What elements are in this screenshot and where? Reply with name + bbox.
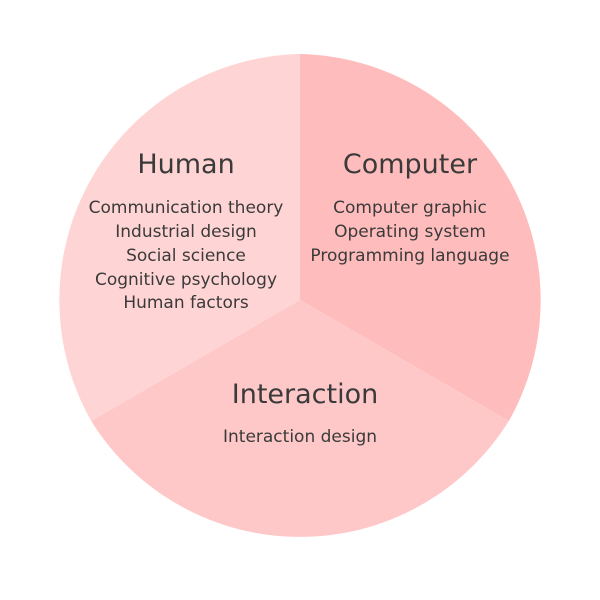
segment-title-human: Human xyxy=(137,149,234,180)
human-text-group: Human Communication theory Industrial de… xyxy=(89,149,284,313)
segment-item: Social science xyxy=(126,246,246,266)
computer-text-group: Computer Computer graphic Operating syst… xyxy=(310,149,509,266)
segment-item: Industrial design xyxy=(115,222,257,242)
segment-item: Operating system xyxy=(334,222,486,242)
segment-item: Human factors xyxy=(123,293,249,313)
segment-human xyxy=(59,54,301,421)
segment-computer xyxy=(300,54,541,421)
segment-title-computer: Computer xyxy=(343,149,478,180)
segment-interaction xyxy=(91,300,509,537)
segment-item: Cognitive psychology xyxy=(95,270,277,290)
interaction-text-group: Interaction Interaction design xyxy=(223,379,378,447)
segment-item: Programming language xyxy=(310,246,509,266)
segment-item: Communication theory xyxy=(89,198,284,218)
segment-item: Computer graphic xyxy=(333,198,487,218)
segment-item: Interaction design xyxy=(223,427,377,447)
segment-title-interaction: Interaction xyxy=(232,379,378,410)
